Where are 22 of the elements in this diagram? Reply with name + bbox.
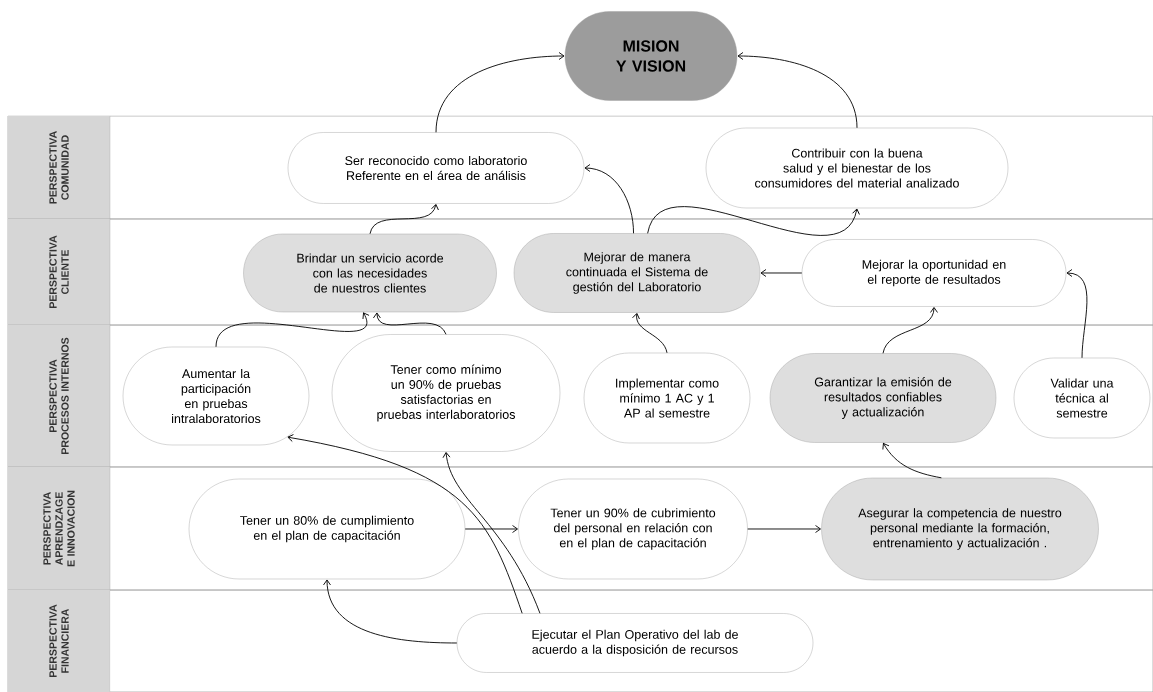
- arrow: [882, 442, 942, 479]
- arrow: [287, 434, 523, 614]
- lane-header: PERSPECTIVA COMUNIDAD: [8, 115, 111, 220]
- arrow: [323, 579, 458, 644]
- lane-header: PERSPECTIVA FINANCIERA: [8, 589, 111, 692]
- lane-header: PERSPECTIVA CLIENTE: [8, 218, 111, 326]
- arrow: [215, 312, 370, 348]
- arrow: [632, 313, 668, 354]
- arrow: [584, 164, 634, 234]
- arrow: [1066, 269, 1088, 359]
- arrow: [372, 312, 447, 335]
- arrow: [760, 269, 803, 277]
- arrow: [737, 52, 858, 129]
- arrow: [882, 307, 938, 354]
- arrow: [464, 525, 518, 533]
- arrow: [435, 52, 565, 133]
- arrow: [369, 204, 439, 235]
- lane-header: PERSPECTIVA PROCESOS INTERNOS: [8, 324, 111, 468]
- arrow: [442, 452, 541, 614]
- arrow: [747, 525, 821, 533]
- arrow: [647, 206, 860, 236]
- lane-header: PERSPECTIVA APRENDZAGE E INNOVACION: [8, 466, 111, 591]
